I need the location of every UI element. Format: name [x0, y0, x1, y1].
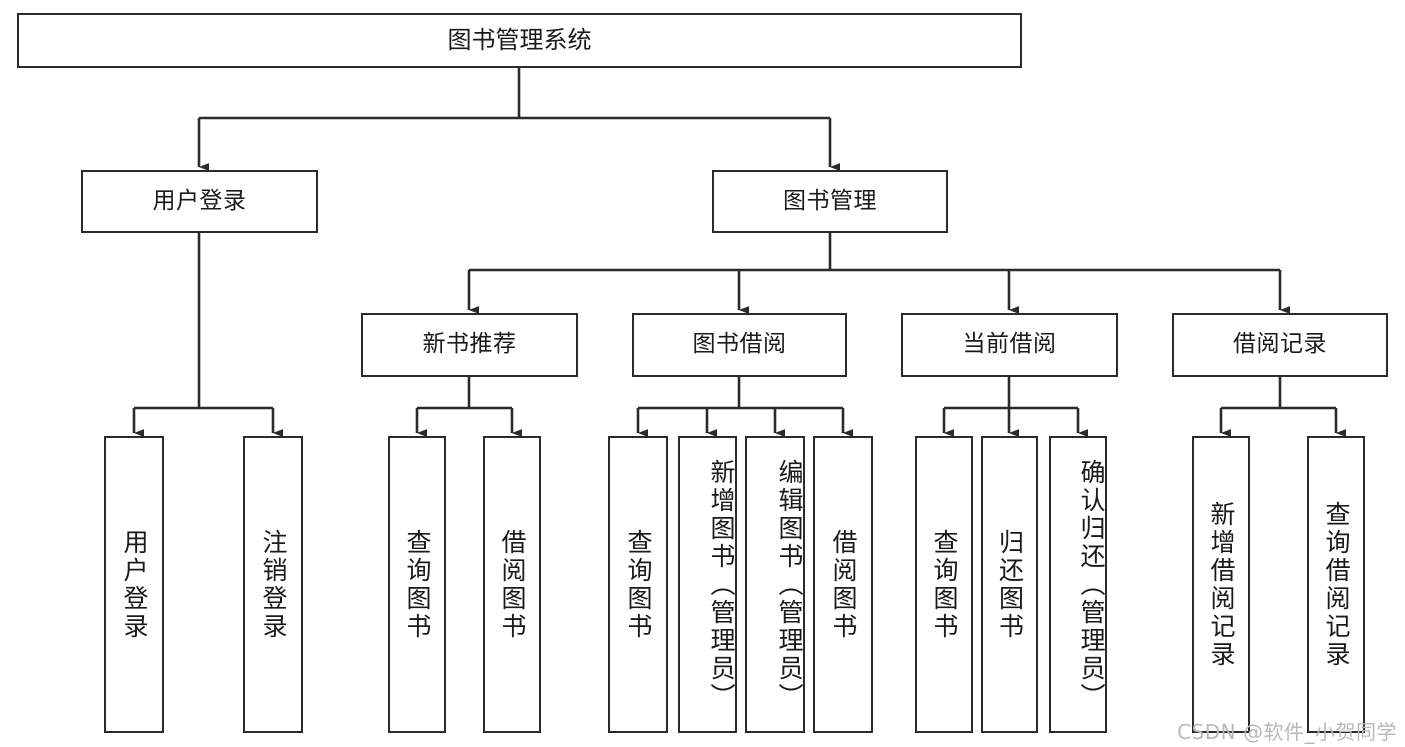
connector-newbook-to-leaves — [415, 377, 523, 438]
leaf-return-book[interactable]: 归还图书 — [981, 436, 1038, 733]
node-book-borrow[interactable]: 图书借阅 — [632, 313, 847, 377]
leaf-confirm-return[interactable]: 确认归还（管理员） — [1049, 436, 1107, 733]
leaf-query-record[interactable]: 查询借阅记录 — [1307, 436, 1365, 733]
watermark-text: CSDN @软件_小贺同学 — [1177, 720, 1397, 744]
leaf-label: 查询借阅记录 — [1322, 500, 1351, 669]
leaf-edit-book[interactable]: 编辑图书（管理员） — [745, 436, 805, 733]
leaf-add-record[interactable]: 新增借阅记录 — [1192, 436, 1250, 733]
leaf-query-book-3[interactable]: 查询图书 — [915, 436, 973, 733]
node-root-system[interactable]: 图书管理系统 — [17, 13, 1022, 68]
leaf-label: 查询图书 — [624, 528, 653, 641]
leaf-label: 注销登录 — [259, 528, 288, 641]
leaf-logout-login[interactable]: 注销登录 — [243, 436, 303, 733]
leaf-label: 借阅图书 — [829, 528, 858, 641]
node-current-borrow[interactable]: 当前借阅 — [901, 313, 1118, 377]
leaf-query-book-1[interactable]: 查询图书 — [388, 436, 446, 733]
connector-userlogin-to-leaves — [132, 233, 284, 438]
leaf-label: 确认归还（管理员） — [1077, 458, 1106, 711]
leaf-borrow-book-2[interactable]: 借阅图书 — [813, 436, 873, 733]
leaf-label: 查询图书 — [930, 528, 959, 641]
leaf-add-book[interactable]: 新增图书（管理员） — [678, 436, 737, 733]
connector-root-to-level2 — [197, 68, 841, 172]
node-borrow-record[interactable]: 借阅记录 — [1172, 313, 1388, 377]
node-user-login[interactable]: 用户登录 — [81, 170, 318, 233]
leaf-label: 编辑图书（管理员） — [775, 458, 804, 711]
leaf-borrow-book-1[interactable]: 借阅图书 — [483, 436, 541, 733]
leaf-label: 用户登录 — [120, 528, 149, 641]
leaf-label: 归还图书 — [995, 528, 1025, 641]
leaf-label: 借阅图书 — [498, 528, 527, 641]
connector-currentborrow-to-leaves — [942, 377, 1089, 438]
node-book-management[interactable]: 图书管理 — [712, 170, 948, 233]
leaf-query-book-2[interactable]: 查询图书 — [608, 436, 668, 733]
leaf-label: 新增图书（管理员） — [707, 458, 736, 711]
connector-bookborrow-to-leaves — [636, 377, 854, 438]
leaf-label: 查询图书 — [403, 528, 432, 641]
connector-borrowrecord-to-leaves — [1219, 377, 1347, 438]
leaf-user-login[interactable]: 用户登录 — [104, 436, 164, 733]
connector-bookmgmt-to-level3 — [467, 233, 1291, 315]
node-new-book-recommend[interactable]: 新书推荐 — [361, 313, 578, 377]
leaf-label: 新增借阅记录 — [1207, 500, 1236, 669]
